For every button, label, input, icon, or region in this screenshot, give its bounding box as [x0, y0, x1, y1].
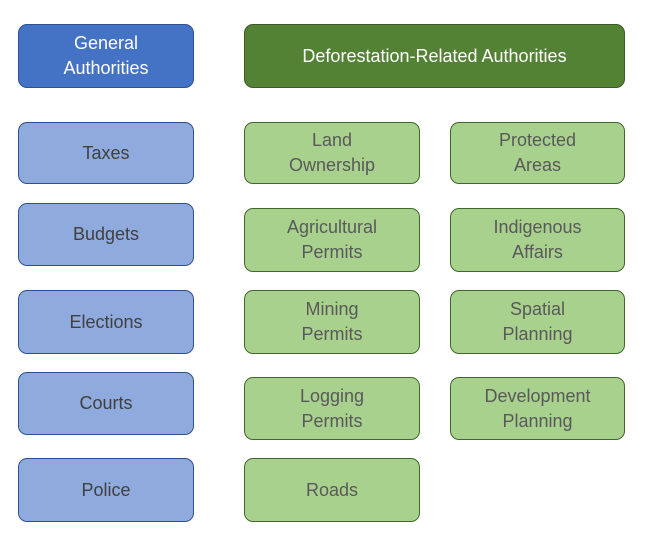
- general-item-police: Police: [18, 458, 194, 522]
- general-item-elections: Elections: [18, 290, 194, 354]
- deforestation-item-indigenous-affairs: Indigenous Affairs: [450, 208, 625, 272]
- header-general-authorities: General Authorities: [18, 24, 194, 88]
- deforestation-item-development-planning: Development Planning: [450, 377, 625, 440]
- deforestation-item-land-ownership: Land Ownership: [244, 122, 420, 184]
- deforestation-item-protected-areas: Protected Areas: [450, 122, 625, 184]
- deforestation-item-spatial-planning: Spatial Planning: [450, 290, 625, 354]
- deforestation-item-mining-permits: Mining Permits: [244, 290, 420, 354]
- deforestation-item-agricultural-permits: Agricultural Permits: [244, 208, 420, 272]
- header-deforestation-label: Deforestation-Related Authorities: [302, 45, 567, 66]
- header-deforestation-authorities: Deforestation-Related Authorities: [244, 24, 625, 88]
- general-item-courts: Courts: [18, 372, 194, 435]
- general-item-taxes: Taxes: [18, 122, 194, 184]
- deforestation-item-roads: Roads: [244, 458, 420, 522]
- deforestation-item-logging-permits: Logging Permits: [244, 377, 420, 440]
- header-general-label: General Authorities: [63, 33, 149, 78]
- general-item-budgets: Budgets: [18, 203, 194, 266]
